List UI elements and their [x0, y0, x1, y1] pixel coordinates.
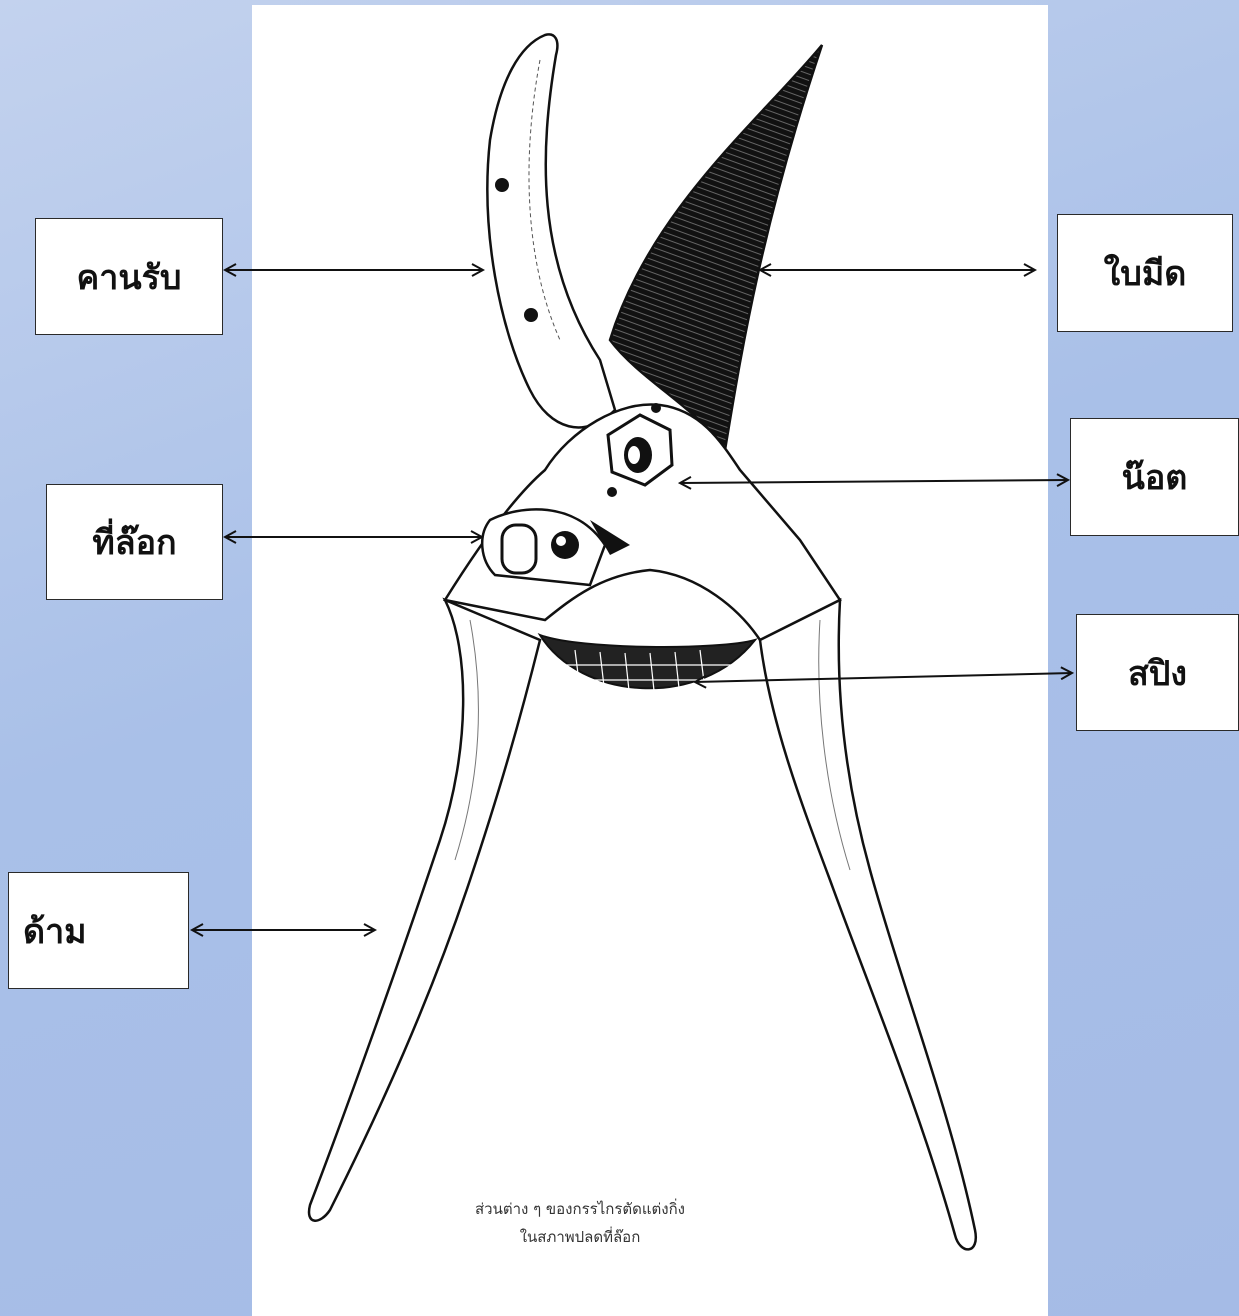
figure-caption: ส่วนต่าง ๆ ของกรรไกรตัดแต่งกิ่ง ในสภาพปล… — [430, 1195, 730, 1251]
caption-line-2: ในสภาพปลดที่ล๊อก — [430, 1223, 730, 1251]
right-handle — [760, 600, 976, 1249]
left-handle — [309, 600, 540, 1221]
label-blade: ใบมีด — [1057, 214, 1233, 332]
label-lock: ที่ล๊อก — [46, 484, 223, 600]
label-spring: สปิง — [1076, 614, 1239, 731]
anvil-jaw — [487, 34, 615, 427]
label-anvil: คานรับ — [35, 218, 223, 335]
blade — [610, 45, 822, 450]
label-nut: น๊อต — [1070, 418, 1239, 536]
caption-line-1: ส่วนต่าง ๆ ของกรรไกรตัดแต่งกิ่ง — [430, 1195, 730, 1223]
label-handle: ด้าม — [8, 872, 189, 989]
